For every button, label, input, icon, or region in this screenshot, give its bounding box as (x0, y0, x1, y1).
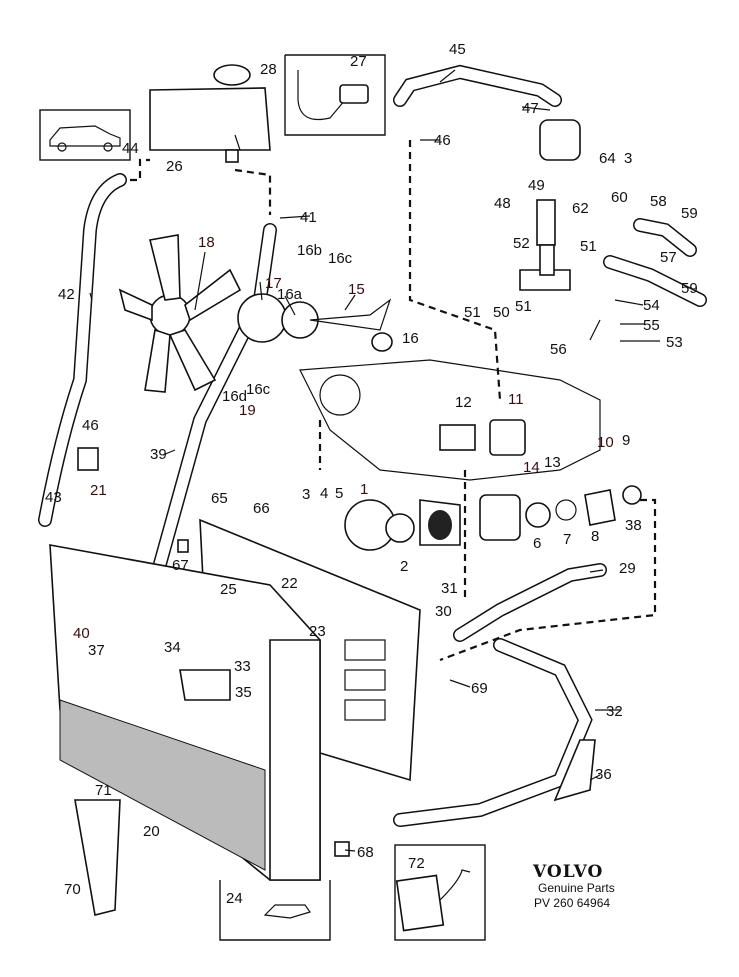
part-label: 69 (471, 680, 488, 697)
part-label: 19 (239, 402, 256, 419)
part-label: 68 (357, 844, 374, 861)
part-label: 46 (434, 132, 451, 149)
part-label: 52 (513, 235, 530, 252)
part-label: 51 (464, 304, 481, 321)
part-label: 71 (95, 782, 112, 799)
part-label: 21 (90, 482, 107, 499)
part-label: 59 (681, 205, 698, 222)
part-label: 20 (143, 823, 160, 840)
part-label: 10 (597, 434, 614, 451)
part-label: 1 (360, 481, 368, 498)
part-label: 16c (328, 250, 353, 267)
part-label: 16c (246, 381, 271, 398)
part-label: 37 (88, 642, 105, 659)
part-label: 45 (449, 41, 466, 58)
part-label: 59 (681, 280, 698, 297)
part-label: 72 (408, 855, 425, 872)
part-label: 60 (611, 189, 628, 206)
part-labels: 28 27 45 47 46 44 26 64 3 60 62 58 59 49… (45, 41, 698, 907)
part-label: 2 (400, 558, 408, 575)
part-label: 41 (300, 209, 317, 226)
part-label: 65 (211, 490, 228, 507)
part-label: 18 (198, 234, 215, 251)
part-label: 58 (650, 193, 667, 210)
part-label: 26 (166, 158, 183, 175)
part-label: 51 (515, 298, 532, 315)
part-label: 57 (660, 249, 677, 266)
part-label: 64 (599, 150, 616, 167)
part-label: 8 (591, 528, 599, 545)
part-label: 34 (164, 639, 181, 656)
part-label: 5 (335, 485, 343, 502)
part-label: 13 (544, 454, 561, 471)
part-label: 44 (122, 140, 139, 157)
part-label: 14 (523, 459, 540, 476)
part-label: 67 (172, 557, 189, 574)
expansion-tank (149, 64, 271, 163)
part-label: 33 (234, 658, 251, 675)
water-pump (344, 499, 461, 551)
tee-connector (519, 119, 581, 291)
part-label: 17 (265, 275, 282, 292)
brand-subtitle: Genuine Parts (538, 881, 615, 895)
car-icon-box (39, 109, 131, 161)
part-label: 25 (220, 581, 237, 598)
part-label: 36 (595, 766, 612, 783)
part-label: 27 (350, 53, 367, 70)
part-label: 11 (508, 391, 524, 408)
inset-box-72 (394, 844, 486, 941)
inset-box-24 (219, 880, 331, 941)
part-label: 53 (666, 334, 683, 351)
volvo-logo: VOLVO (532, 862, 603, 882)
inset-box-27 (284, 54, 386, 136)
part-label: 28 (260, 61, 277, 78)
diagram-code: PV 260 64964 (534, 896, 610, 910)
part-label: 16 (402, 330, 419, 347)
part-label: 3 (302, 486, 310, 503)
part-label: 35 (235, 684, 252, 701)
part-label: 31 (441, 580, 458, 597)
part-label: 47 (522, 100, 539, 117)
part-label: 15 (348, 281, 365, 298)
part-label: 16d (222, 388, 247, 405)
thermostat-housing (479, 485, 642, 541)
part-label: 16a (277, 286, 303, 303)
part-label: 3 (624, 150, 632, 167)
part-label: 55 (643, 317, 660, 334)
part-label: 30 (435, 603, 452, 620)
part-label: 16b (297, 242, 322, 259)
part-label: 40 (73, 625, 90, 642)
part-label: 12 (455, 394, 472, 411)
part-label: 32 (606, 703, 623, 720)
part-label: 49 (528, 177, 545, 194)
part-label: 38 (625, 517, 642, 534)
part-label: 4 (320, 485, 328, 502)
part-label: 62 (572, 200, 589, 217)
part-label: 29 (619, 560, 636, 577)
part-label: 66 (253, 500, 270, 517)
part-label: 9 (622, 432, 630, 449)
part-label: 6 (533, 535, 541, 552)
part-label: 39 (150, 446, 167, 463)
part-label: 54 (643, 297, 660, 314)
part-label: 46 (82, 417, 99, 434)
part-label: 50 (493, 304, 510, 321)
part-label: 42 (58, 286, 75, 303)
part-label: 24 (226, 890, 243, 907)
radiator (49, 544, 321, 881)
part-label: 56 (550, 341, 567, 358)
part-label: 51 (580, 238, 597, 255)
part-label: 70 (64, 881, 81, 898)
part-label: 7 (563, 531, 571, 548)
volvo-brand-block: VOLVO Genuine Parts PV 260 64964 (532, 862, 615, 910)
fan (118, 234, 319, 393)
part-label: 22 (281, 575, 298, 592)
part-label: 43 (45, 489, 62, 506)
part-label: 23 (309, 623, 326, 640)
part-label: 48 (494, 195, 511, 212)
